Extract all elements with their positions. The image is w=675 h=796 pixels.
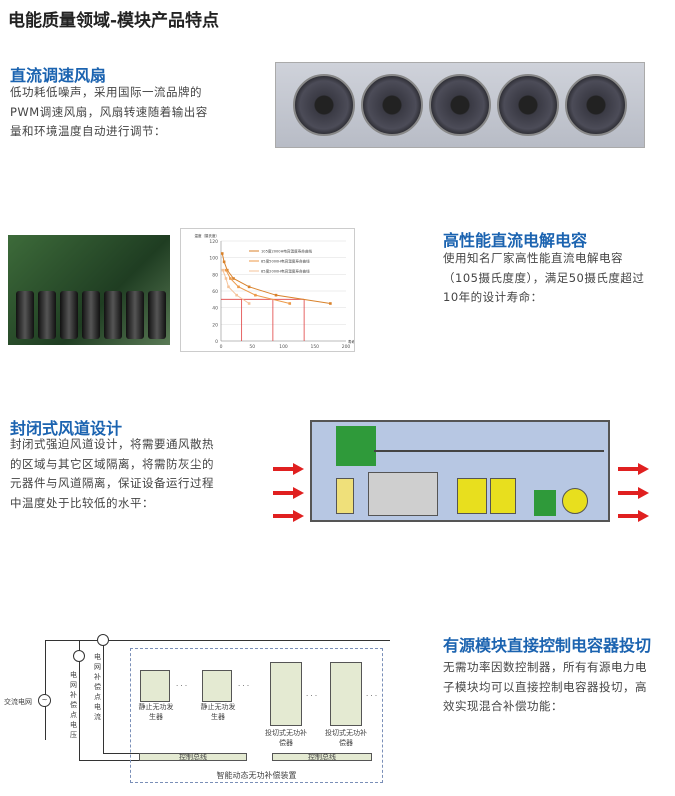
data-point: [221, 268, 225, 272]
svg-label: 静止无功发生器: [200, 703, 236, 721]
y-axis-label: 温度（摄氏度）: [195, 233, 220, 238]
fan-photo: [275, 62, 645, 148]
fan-icon: [565, 74, 627, 136]
ellipsis: · · ·: [176, 682, 188, 690]
airflow-in-arrow-icon: [273, 510, 305, 522]
series-line: [225, 269, 290, 304]
data-point: [274, 293, 278, 297]
voltage-transformer-icon: [73, 650, 85, 662]
text-line: 子模块均可以直接控制电容器投切，高: [443, 679, 647, 694]
data-point: [288, 302, 292, 305]
x-tick-label: 100: [279, 344, 288, 350]
data-point: [229, 277, 232, 280]
text-line: 低功耗低噪声，采用国际一流品牌的: [10, 85, 202, 99]
data-point: [227, 285, 230, 289]
text-line: 的区域与其它区域隔离，将需防灰尘的: [10, 456, 214, 471]
section-heading-capacitor: 高性能直流电解电容: [443, 231, 588, 250]
tsc-module-icon: [330, 662, 362, 726]
y-tick-label: 20: [212, 322, 218, 328]
data-point: [235, 293, 238, 297]
text-line: 量和环境温度自动进行调节：: [10, 124, 166, 138]
data-point: [329, 302, 332, 305]
fan-icon: [429, 74, 491, 136]
y-tick-label: 60: [212, 289, 218, 295]
compensation-diagram: ~ 交流电网 电网补偿点电压 电网补偿点电流 静止无功发生器 · · · 静止无…: [0, 630, 390, 796]
section-text-duct: 封闭式强迫风道设计，将需要通风散热 的区域与其它区域隔离，将需防灰尘的 元器件与…: [10, 435, 214, 513]
airflow-out-arrow-icon: [618, 487, 650, 499]
x-tick-label: 0: [220, 344, 223, 350]
y-tick-label: 0: [215, 339, 218, 345]
data-point: [247, 285, 251, 289]
text-line: PWM调速风扇，风扇转速随着输出容: [10, 104, 208, 119]
section-text-fan: 低功耗低噪声，采用国际一流品牌的 PWM调速风扇，风扇转速随着输出容 量和环境温…: [10, 83, 208, 142]
x-axis-label: 寿命（年）: [348, 339, 354, 344]
tsc-label: 投切式无功补偿器: [265, 729, 307, 747]
data-point: [220, 252, 224, 255]
svg-label: 静止无功发生器: [138, 703, 174, 721]
capacitor-photo: [8, 235, 170, 345]
current-transformer-icon: [97, 634, 109, 646]
text-line: 使用知名厂家高性能直流电解电容: [443, 251, 623, 265]
page-title: 电能质量领域-模块产品特点: [8, 11, 220, 31]
y-tick-label: 100: [209, 256, 218, 262]
tsc-module-icon: [270, 662, 302, 726]
tsc-label: 投切式无功补偿器: [325, 729, 367, 747]
voltage-label: 电网补偿点电压: [70, 671, 77, 739]
air-duct-drawing: [310, 420, 610, 522]
legend-label: 105度2000H电容温度寿命曲线: [261, 249, 312, 254]
x-tick-label: 200: [342, 344, 351, 350]
text-line: 元器件与风道隔离，保证设备运行过程: [10, 476, 214, 490]
y-tick-label: 80: [212, 272, 218, 278]
data-point: [247, 302, 251, 305]
section-heading-duct: 封闭式风道设计: [10, 419, 123, 438]
data-point: [232, 277, 235, 280]
airflow-out-arrow-icon: [618, 463, 650, 475]
fan-icon: [293, 74, 355, 136]
series-line: [222, 269, 250, 304]
y-tick-label: 40: [212, 306, 218, 312]
fan-icon: [361, 74, 423, 136]
data-point: [237, 285, 240, 289]
ellipsis: · · ·: [238, 682, 250, 690]
section-text-active-module: 无需功率因数控制器，所有有源电力电 子模块均可以直接控制电容器投切，高 效实现混…: [443, 658, 647, 717]
device-label: 智能动态无功补偿装置: [216, 771, 297, 780]
data-point: [224, 268, 228, 272]
airflow-in-arrow-icon: [273, 463, 305, 475]
ellipsis: · · ·: [306, 692, 318, 700]
data-point: [224, 277, 228, 280]
control-bus: 控制总线: [139, 753, 247, 761]
data-point: [222, 260, 226, 264]
airflow-in-arrow-icon: [273, 487, 305, 499]
source-label: 交流电网: [4, 698, 32, 706]
svg-module-icon: [202, 670, 232, 702]
section-heading-active-module: 有源模块直接控制电容器投切: [443, 636, 652, 655]
data-point: [254, 293, 257, 297]
control-bus: 控制总线: [272, 753, 372, 761]
section-heading-fan: 直流调速风扇: [10, 66, 107, 85]
legend-label: 85度5000H电容温度寿命曲线: [261, 259, 310, 264]
x-tick-label: 50: [249, 344, 255, 350]
section-text-capacitor: 使用知名厂家高性能直流电解电容 （105摄氏度度），满足50摄氏度超过 10年的…: [443, 249, 644, 308]
text-line: 效实现混合补偿功能：: [443, 699, 563, 713]
y-tick-label: 120: [209, 239, 218, 245]
current-label: 电网补偿点电流: [94, 653, 101, 721]
ac-source-icon: ~: [38, 694, 51, 707]
text-line: 10年的设计寿命：: [443, 290, 543, 304]
legend-label: 85度2000H电容温度寿命曲线: [261, 269, 310, 274]
capacitor-life-chart: 0 20 40 60 80 100 120 0 50 100 150 200 温度（摄氏度） 寿命（年） 1…: [180, 228, 366, 352]
text-line: （105摄氏度度），满足50摄氏度超过: [443, 270, 645, 285]
text-line: 无需功率因数控制器，所有有源电力电: [443, 660, 647, 674]
text-line: 封闭式强迫风道设计，将需要通风散热: [10, 437, 214, 451]
x-tick-label: 150: [310, 344, 319, 350]
fan-icon: [497, 74, 559, 136]
svg-module-icon: [140, 670, 170, 702]
ellipsis: · · ·: [366, 692, 378, 700]
text-line: 中温度处于比较低的水平：: [10, 495, 154, 510]
airflow-out-arrow-icon: [618, 510, 650, 522]
